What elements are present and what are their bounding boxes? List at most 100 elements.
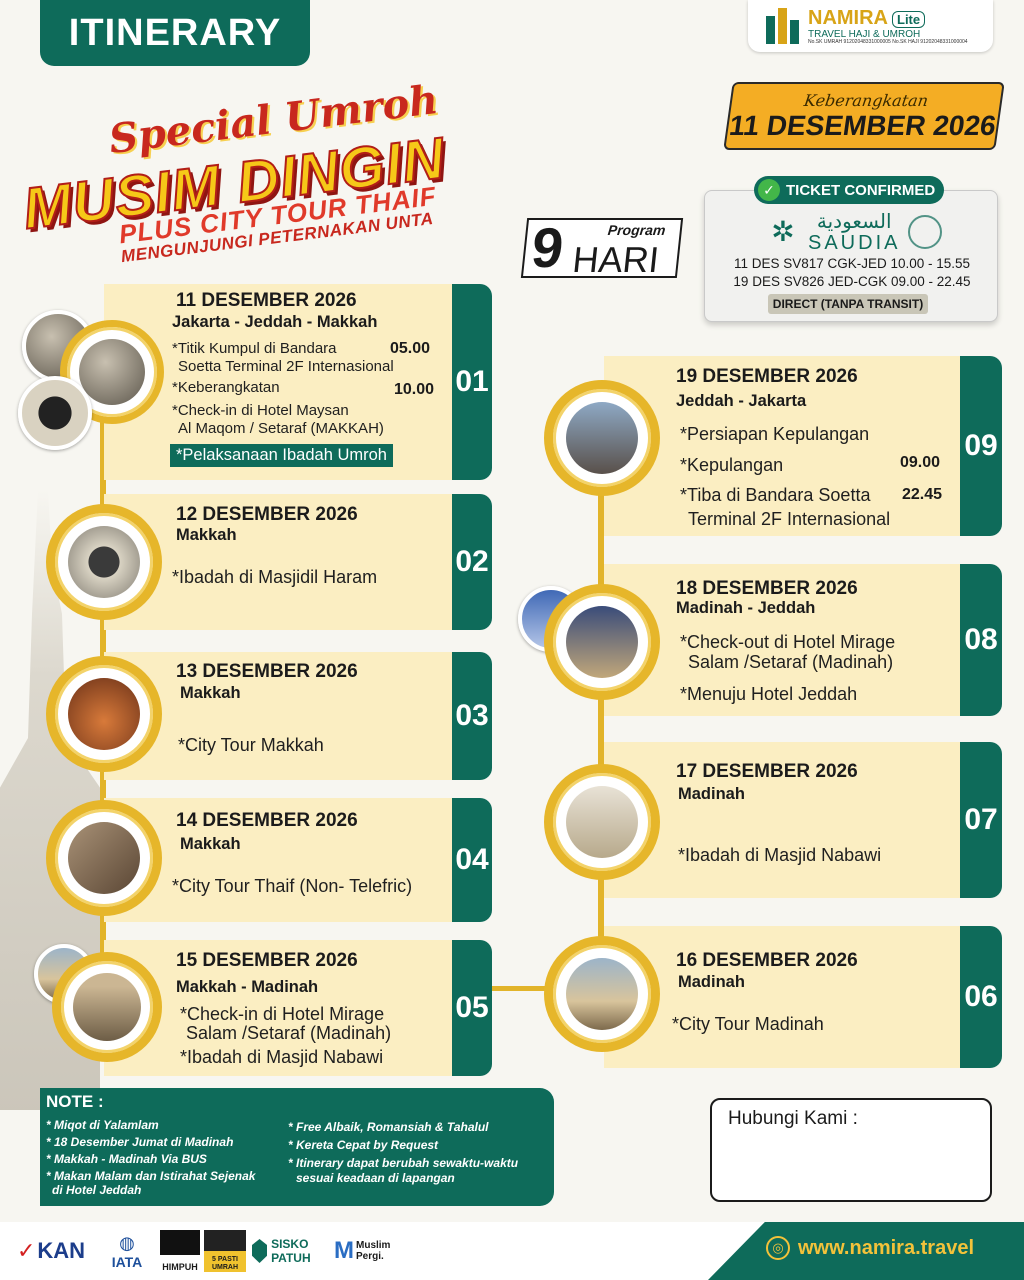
globe-icon: ◍ [119, 1232, 135, 1253]
day-route: Makkah [180, 835, 241, 853]
day-number-01: 01 [452, 284, 492, 480]
departure-label: Keberangkatan [802, 90, 930, 110]
day-card-04 [104, 798, 452, 922]
day-item: *Titik Kumpul di Bandara [172, 340, 337, 357]
day-number-06: 06 [960, 926, 1002, 1068]
program-badge: 9 Program HARI [520, 216, 684, 280]
day-item: *City Tour Thaif (Non- Telefric) [172, 876, 413, 896]
highlight-ibadah-umroh: *Pelaksanaan Ibadah Umroh [170, 444, 393, 467]
day-number-03: 03 [452, 652, 492, 780]
website-link[interactable]: ◎ www.namira.travel [766, 1236, 974, 1260]
day-item-time: 10.00 [394, 381, 435, 398]
day-photo-ring [544, 584, 660, 700]
day-route: Madinah [678, 785, 745, 803]
day-number-08: 08 [960, 564, 1002, 716]
day-number-02: 02 [452, 494, 492, 630]
day-item: Salam /Setaraf (Madinah) [688, 652, 894, 672]
day-date: 17 DESEMBER 2026 [676, 761, 858, 782]
makkah-tour-photo [67, 677, 141, 751]
sisko-patuh-logo: SISKO PATUH [252, 1230, 326, 1272]
day-route: Jakarta - Jeddah - Makkah [172, 313, 378, 331]
day-item: *Persiapan Kepulangan [680, 424, 870, 444]
day-card-03 [104, 652, 452, 780]
day-item-time: 05.00 [390, 340, 431, 357]
five-pasti-text: 5 PASTI UMRAH [211, 1256, 239, 1271]
flight-outbound: 11 DES SV817 CGK-JED 10.00 - 15.55 [733, 256, 971, 271]
program-unit: HARI [570, 239, 661, 280]
day-item: Terminal 2F Internasional [688, 509, 891, 529]
note-item: * Itinerary dapat berubah sewaktu-waktu [288, 1156, 519, 1170]
himpuh-logo: HIMPUH [160, 1230, 200, 1272]
day-route: Madinah [678, 973, 745, 991]
day-item: Salam /Setaraf (Madinah) [186, 1023, 392, 1043]
program-number: 9 [528, 216, 567, 279]
day-route: Jeddah - Jakarta [676, 392, 807, 410]
flight-return: 19 DES SV826 JED-CGK 09.00 - 22.45 [733, 274, 971, 289]
footer-band [708, 1222, 1024, 1280]
day-item: *Ibadah di Masjid Nabawi [180, 1047, 384, 1067]
day-card-02 [104, 494, 452, 630]
program-label: Program [607, 222, 667, 238]
day-photo-ring [544, 380, 660, 496]
day-item: Soetta Terminal 2F Internasional [178, 358, 394, 375]
airline-name: SAUDIA [808, 232, 901, 254]
itinerary-badge: ITINERARY [40, 0, 310, 66]
note-item: * Miqot di Yalamlam [46, 1118, 159, 1132]
kan-text: KAN [37, 1238, 86, 1263]
day-date: 13 DESEMBER 2026 [176, 661, 358, 682]
madinah-city-photo [565, 957, 639, 1031]
note-item: * Makan Malam dan Istirahat Sejenak [46, 1169, 256, 1183]
timeline-right-line [598, 430, 604, 1000]
day-card-09 [604, 356, 960, 536]
day-photo-ring [544, 936, 660, 1052]
day-item: *Ibadah di Masjid Nabawi [678, 845, 882, 865]
masjid-nabawi-photo [565, 785, 639, 859]
day-photo-ring [544, 764, 660, 880]
day-item: *Tiba di Bandara Soetta [680, 485, 871, 505]
day-item: Al Maqom / Setaraf (MAKKAH) [178, 420, 384, 437]
website-text: www.namira.travel [798, 1236, 974, 1259]
day-item-time: 09.00 [900, 454, 941, 471]
day-photo-ring [46, 800, 162, 916]
shield-icon [252, 1239, 268, 1263]
day-item: *Check-in di Hotel Maysan [172, 402, 349, 419]
himpuh-text: HIMPUH [162, 1262, 198, 1272]
mirage-hotel-photo [565, 605, 639, 679]
day-photo-ring [52, 952, 162, 1062]
logo-mark-icon [762, 8, 802, 44]
day-route: Makkah [180, 684, 241, 702]
day-date: 19 DESEMBER 2026 [676, 366, 858, 387]
note-item: di Hotel Jeddah [52, 1183, 142, 1197]
mp-icon: M [334, 1237, 354, 1264]
departure-box: Keberangkatan 11 DESEMBER 2026 [723, 82, 1005, 150]
day-date: 11 DESEMBER 2026 [176, 290, 357, 311]
day-item: *City Tour Makkah [178, 735, 324, 755]
day-route: Madinah - Jeddah [676, 599, 816, 617]
iata-logo: ◍IATA [100, 1230, 154, 1272]
day-item: *City Tour Madinah [672, 1014, 824, 1034]
skyteam-icon [908, 215, 943, 249]
day-item: *Check-in di Hotel Mirage [180, 1004, 385, 1024]
day-number-07: 07 [960, 742, 1002, 898]
logo-lite: Lite [892, 10, 926, 28]
logo-name: NAMIRA [808, 6, 888, 29]
ticket-confirmed-badge: ✓ TICKET CONFIRMED [754, 176, 944, 204]
kan-logo: ✓KAN [16, 1238, 86, 1263]
day-date: 16 DESEMBER 2026 [676, 950, 858, 971]
departure-date: 11 DESEMBER 2026 [727, 109, 998, 141]
day-route: Makkah [176, 526, 237, 544]
airport-train-photo [565, 401, 639, 475]
note-item: sesuai keadaan di lapangan [296, 1171, 455, 1185]
check-icon: ✓ [758, 179, 780, 201]
hotel-photo [78, 338, 146, 406]
day-photo-ring [46, 656, 162, 772]
contact-label: Hubungi Kami : [728, 1108, 858, 1129]
note-box: NOTE : * Miqot di Yalamlam * 18 Desember… [40, 1088, 554, 1206]
day-item: *Menuju Hotel Jeddah [680, 684, 858, 704]
note-item: * Free Albaik, Romansiah & Tahalul [288, 1120, 489, 1134]
iata-text: IATA [111, 1253, 143, 1270]
globe-icon: ◎ [766, 1236, 790, 1260]
day-photo-ring [46, 504, 162, 620]
